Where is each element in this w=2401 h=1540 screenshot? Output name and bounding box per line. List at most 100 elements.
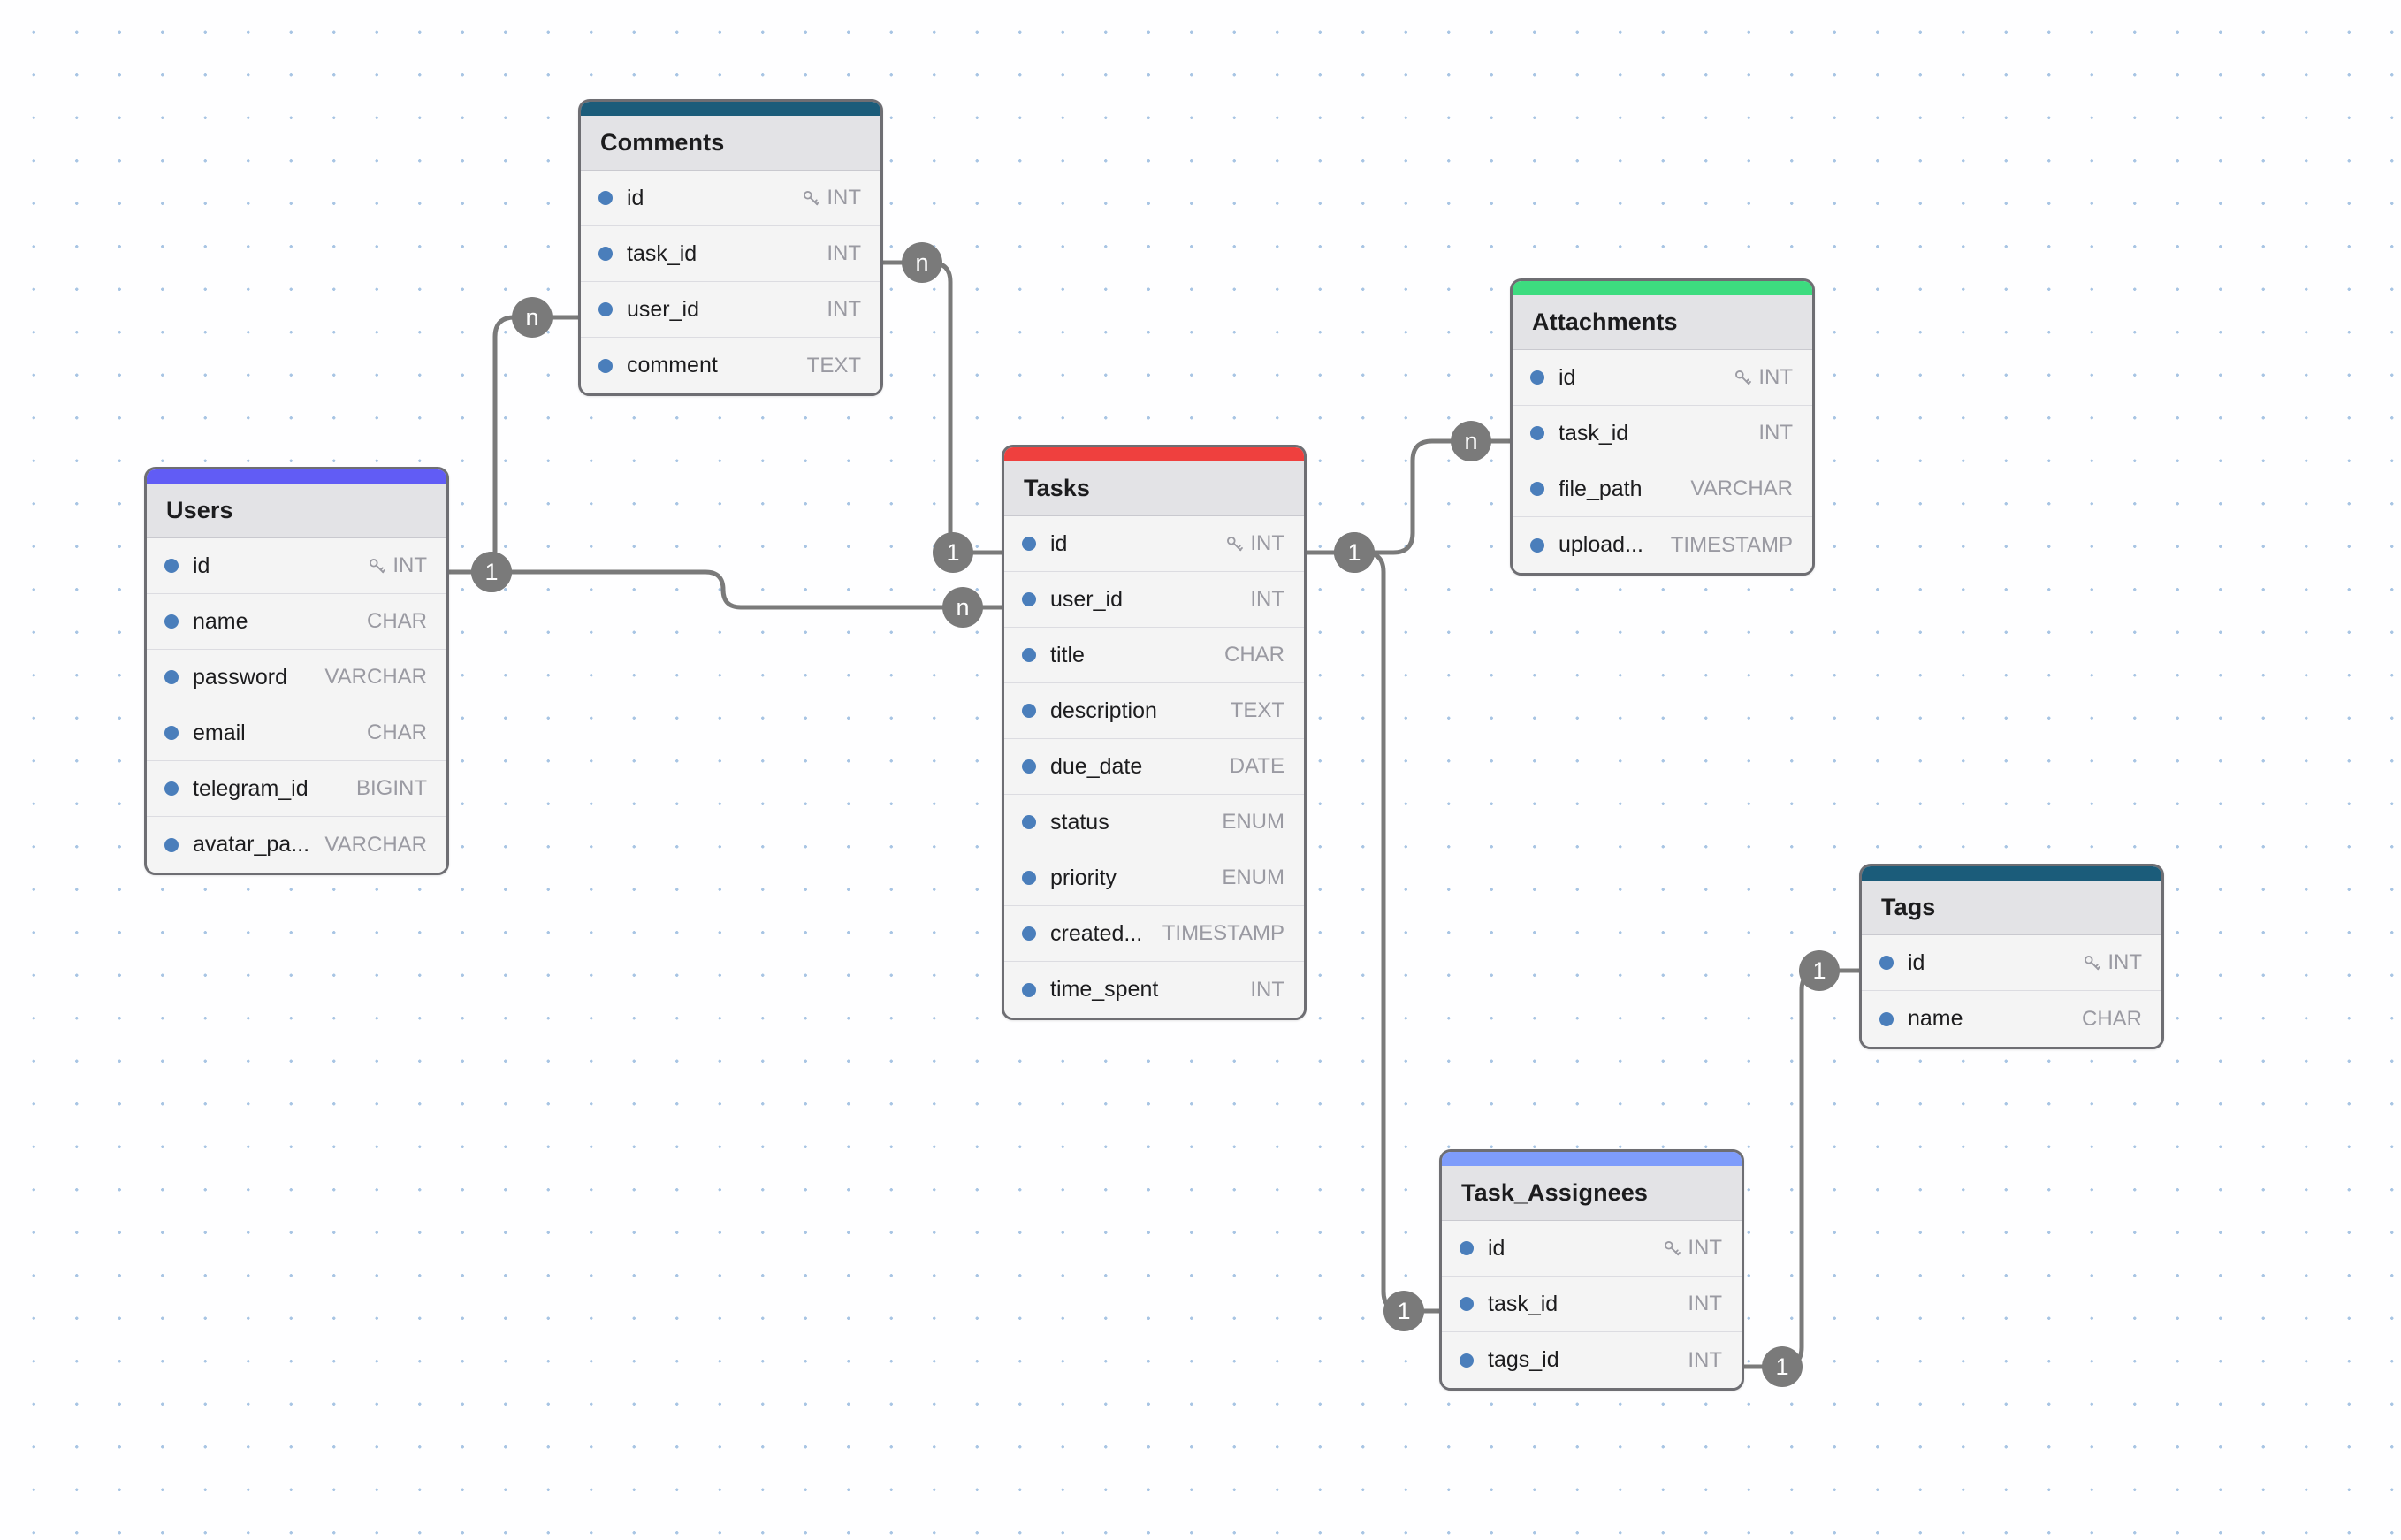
field-row[interactable]: upload...TIMESTAMP — [1513, 517, 1812, 573]
field-type-group: INT — [2082, 950, 2142, 975]
field-type: INT — [1250, 587, 1284, 611]
table-title: Comments — [600, 129, 725, 156]
field-bullet-icon — [164, 559, 179, 573]
table-accent-bar — [147, 469, 446, 484]
table-header[interactable]: Tags — [1862, 881, 2161, 935]
field-type: INT — [1250, 977, 1284, 1002]
field-type: DATE — [1229, 754, 1284, 778]
field-name: time_spent — [1050, 977, 1159, 1002]
field-row[interactable]: time_spent INT — [1004, 962, 1304, 1018]
field-type: TIMESTAMP — [1162, 921, 1284, 945]
field-name: task_id — [1488, 1291, 1559, 1316]
field-row[interactable]: email CHAR — [147, 705, 446, 761]
field-name: password — [193, 664, 287, 690]
cardinality-badge-target-tasks-comments[interactable]: n — [902, 242, 942, 283]
field-type: INT — [1758, 365, 1793, 389]
field-bullet-icon — [1530, 370, 1544, 385]
field-name: task_id — [1559, 420, 1629, 446]
field-name: user_id — [627, 296, 699, 322]
cardinality-badge-target-tags-taskassignees[interactable]: 1 — [1762, 1346, 1803, 1387]
cardinality-badge-source-tasks-taskassignees[interactable]: 1 — [1334, 532, 1375, 573]
cardinality-badge-target-tasks-attachments[interactable]: n — [1451, 421, 1491, 461]
field-row[interactable]: task_id INT — [1513, 406, 1812, 461]
field-type-group: INT — [1688, 1292, 1722, 1316]
field-type-group: BIGINT — [356, 776, 427, 801]
field-name: email — [193, 720, 246, 745]
field-row[interactable]: telegram_id BIGINT — [147, 761, 446, 817]
field-type: INT — [2108, 950, 2142, 974]
field-bullet-icon — [1022, 871, 1036, 885]
field-name: id — [193, 553, 210, 578]
key-icon — [1224, 534, 1244, 553]
field-name: telegram_id — [193, 775, 309, 801]
field-bullet-icon — [1022, 704, 1036, 718]
table-accent-bar — [1513, 281, 1812, 295]
table-title: Task_Assignees — [1461, 1179, 1649, 1206]
field-bullet-icon — [1022, 648, 1036, 662]
table-header[interactable]: Comments — [581, 116, 880, 171]
table-header[interactable]: Task_Assignees — [1442, 1166, 1742, 1221]
field-type-group: ENUM — [1222, 810, 1284, 835]
field-type-group: DATE — [1230, 754, 1284, 779]
field-bullet-icon — [1879, 1011, 1894, 1026]
field-bullet-icon — [1460, 1241, 1474, 1255]
table-title: Users — [166, 497, 233, 523]
field-bullet-icon — [164, 837, 179, 852]
field-row[interactable]: created... TIMESTAMP — [1004, 906, 1304, 962]
cardinality-badge-target-tasks-taskassignees[interactable]: 1 — [1383, 1291, 1424, 1331]
cardinality-badge-target-users-comments[interactable]: n — [512, 297, 553, 338]
field-type: INT — [1758, 421, 1793, 445]
field-type-group: CHAR — [1224, 643, 1284, 667]
field-type: CHAR — [366, 720, 427, 744]
table-title: Attachments — [1532, 309, 1678, 335]
field-type: INT — [393, 553, 427, 577]
field-type-group: CHAR — [367, 609, 427, 634]
cardinality-badge-source-users-tasks[interactable]: 1 — [471, 552, 512, 592]
field-type: BIGINT — [355, 776, 427, 800]
field-type: CHAR — [366, 609, 427, 633]
field-type-group: TIMESTAMP — [1671, 533, 1793, 558]
field-row[interactable]: avatar_pa...VARCHAR — [147, 817, 446, 873]
cardinality-badge-target-users-tasks[interactable]: n — [942, 587, 983, 628]
key-icon — [801, 188, 820, 208]
field-bullet-icon — [1460, 1297, 1474, 1311]
cardinality-badge-source-tasks-comments[interactable]: 1 — [933, 532, 973, 573]
field-name: created... — [1050, 920, 1143, 946]
field-type: ENUM — [1222, 865, 1284, 889]
cardinality-badge-source-tags-taskassignees[interactable]: 1 — [1799, 950, 1840, 991]
field-row[interactable]: task_id INT — [1442, 1277, 1742, 1332]
field-type-group: INT — [367, 553, 427, 578]
table-header[interactable]: Attachments — [1513, 295, 1812, 350]
field-type-group: VARCHAR — [1690, 476, 1793, 501]
table-header[interactable]: Users — [147, 484, 446, 538]
field-row[interactable]: id INT — [147, 538, 446, 594]
field-type: CHAR — [1223, 643, 1284, 667]
field-type: INT — [827, 186, 861, 210]
table-header[interactable]: Tasks — [1004, 461, 1304, 516]
